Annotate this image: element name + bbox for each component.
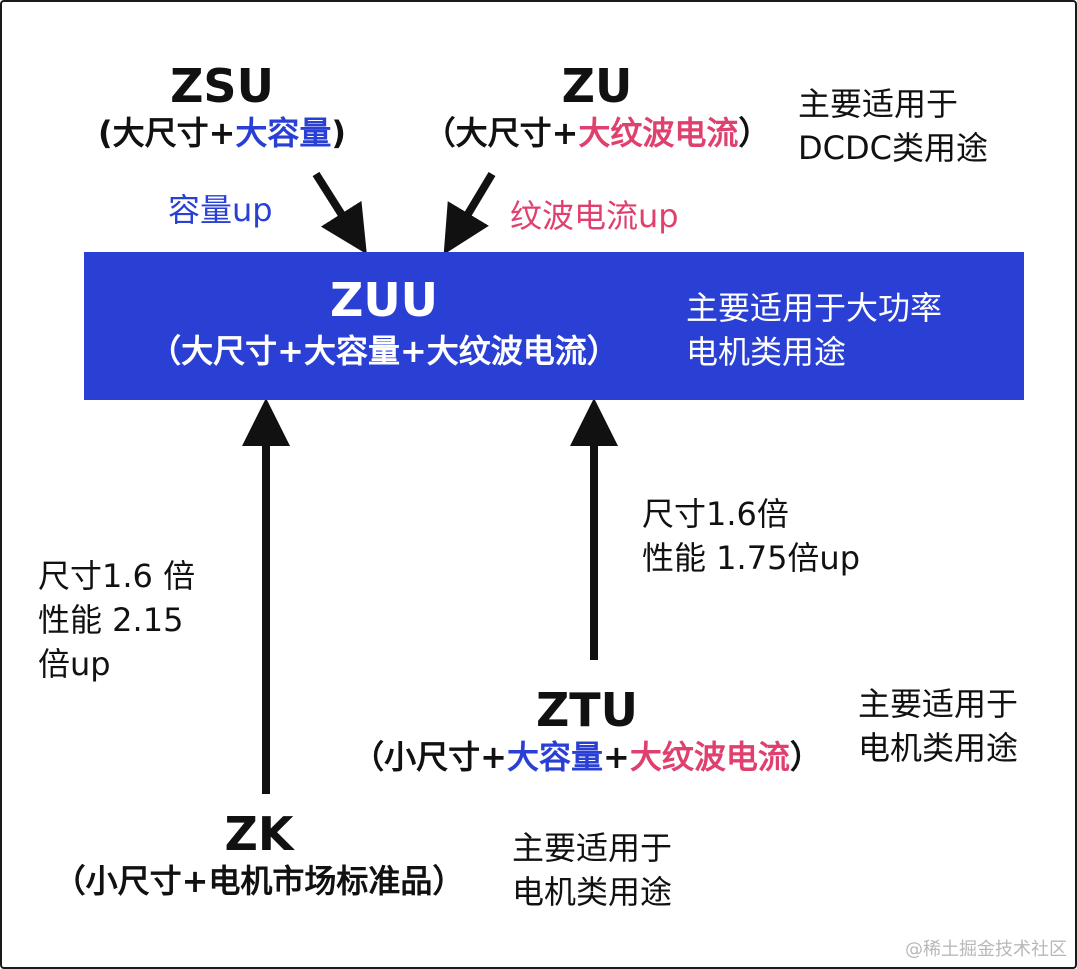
ztu-desc-close: ） bbox=[789, 738, 822, 776]
zk-arrow-label-line-1: 尺寸1.6 倍 bbox=[38, 557, 196, 595]
zk-note-line-1: 主要适用于 bbox=[512, 829, 673, 867]
zsu-desc-highlight: 大容量 bbox=[235, 114, 332, 152]
zsu-desc-open: (大尺寸+ bbox=[97, 114, 236, 152]
ztu-code: ZTU bbox=[535, 683, 639, 737]
node-ztu: ZTU （小尺寸+大容量+大纹波电流） bbox=[332, 684, 842, 778]
ztu-note: 主要适用于 电机类用途 bbox=[858, 682, 1018, 770]
zu-desc: （大尺寸+大纹波电流） bbox=[412, 112, 782, 154]
node-zuu: ZUU （大尺寸+大容量+大纹波电流） 主要适用于大功率 电机类用途 bbox=[84, 252, 1024, 400]
zuu-code: ZUU bbox=[329, 273, 439, 327]
zuu-note-line-2: 电机类用途 bbox=[686, 333, 847, 371]
zsu-desc: (大尺寸+大容量) bbox=[72, 112, 372, 154]
node-zu: ZU （大尺寸+大纹波电流） bbox=[412, 60, 782, 154]
ztu-arrow-label-line-1: 尺寸1.6倍 bbox=[642, 495, 789, 533]
zsu-arrow-label: 容量up bbox=[168, 191, 273, 229]
arrow-zu-to-zuu bbox=[443, 171, 496, 255]
zsu-code: ZSU bbox=[170, 59, 274, 113]
zk-arrow-label-line-3: 倍up bbox=[38, 645, 111, 683]
zu-desc-close: ） bbox=[738, 114, 771, 152]
ztu-desc-highlight-blue: 大容量 bbox=[506, 738, 603, 776]
zk-note-line-2: 电机类用途 bbox=[512, 873, 673, 911]
zu-note-line-1: 主要适用于 bbox=[798, 85, 959, 123]
arrow-zsu-to-zuu bbox=[312, 171, 367, 255]
zu-arrow-label: 纹波电流up bbox=[510, 197, 679, 235]
zuu-note: 主要适用于大功率 电机类用途 bbox=[686, 286, 942, 374]
zsu-desc-close: ) bbox=[331, 114, 347, 152]
node-zk: ZK （小尺寸+电机市场标准品） bbox=[24, 808, 494, 902]
zk-note: 主要适用于 电机类用途 bbox=[512, 826, 672, 914]
ztu-note-line-2: 电机类用途 bbox=[858, 729, 1019, 767]
zu-note-line-2: DCDC类用途 bbox=[798, 129, 988, 167]
zk-arrow-label-line-2: 性能 2.15 bbox=[38, 601, 184, 639]
zu-code: ZU bbox=[561, 59, 633, 113]
watermark: @稀土掘金技术社区 bbox=[905, 939, 1067, 960]
zu-desc-open: （大尺寸+ bbox=[423, 114, 579, 152]
zk-desc: （小尺寸+电机市场标准品） bbox=[53, 862, 465, 900]
ztu-desc-highlight-pink: 大纹波电流 bbox=[629, 738, 790, 776]
ztu-note-line-1: 主要适用于 bbox=[858, 685, 1019, 723]
ztu-desc-plus: + bbox=[603, 738, 630, 776]
ztu-arrow-label: 尺寸1.6倍 性能 1.75倍up bbox=[642, 492, 860, 580]
zu-desc-highlight: 大纹波电流 bbox=[578, 114, 739, 152]
zu-note: 主要适用于 DCDC类用途 bbox=[798, 82, 988, 170]
ztu-desc: （小尺寸+大容量+大纹波电流） bbox=[332, 736, 842, 778]
zuu-desc: （大尺寸+大容量+大纹波电流） bbox=[149, 332, 619, 370]
zk-arrow-label: 尺寸1.6 倍 性能 2.15 倍up bbox=[38, 554, 195, 686]
ztu-desc-open: （小尺寸+ bbox=[352, 738, 507, 776]
zk-code: ZK bbox=[224, 807, 294, 861]
ztu-arrow-label-line-2: 性能 1.75倍up bbox=[642, 539, 861, 577]
node-zsu: ZSU (大尺寸+大容量) bbox=[72, 60, 372, 154]
zuu-note-line-1: 主要适用于大功率 bbox=[686, 289, 943, 327]
